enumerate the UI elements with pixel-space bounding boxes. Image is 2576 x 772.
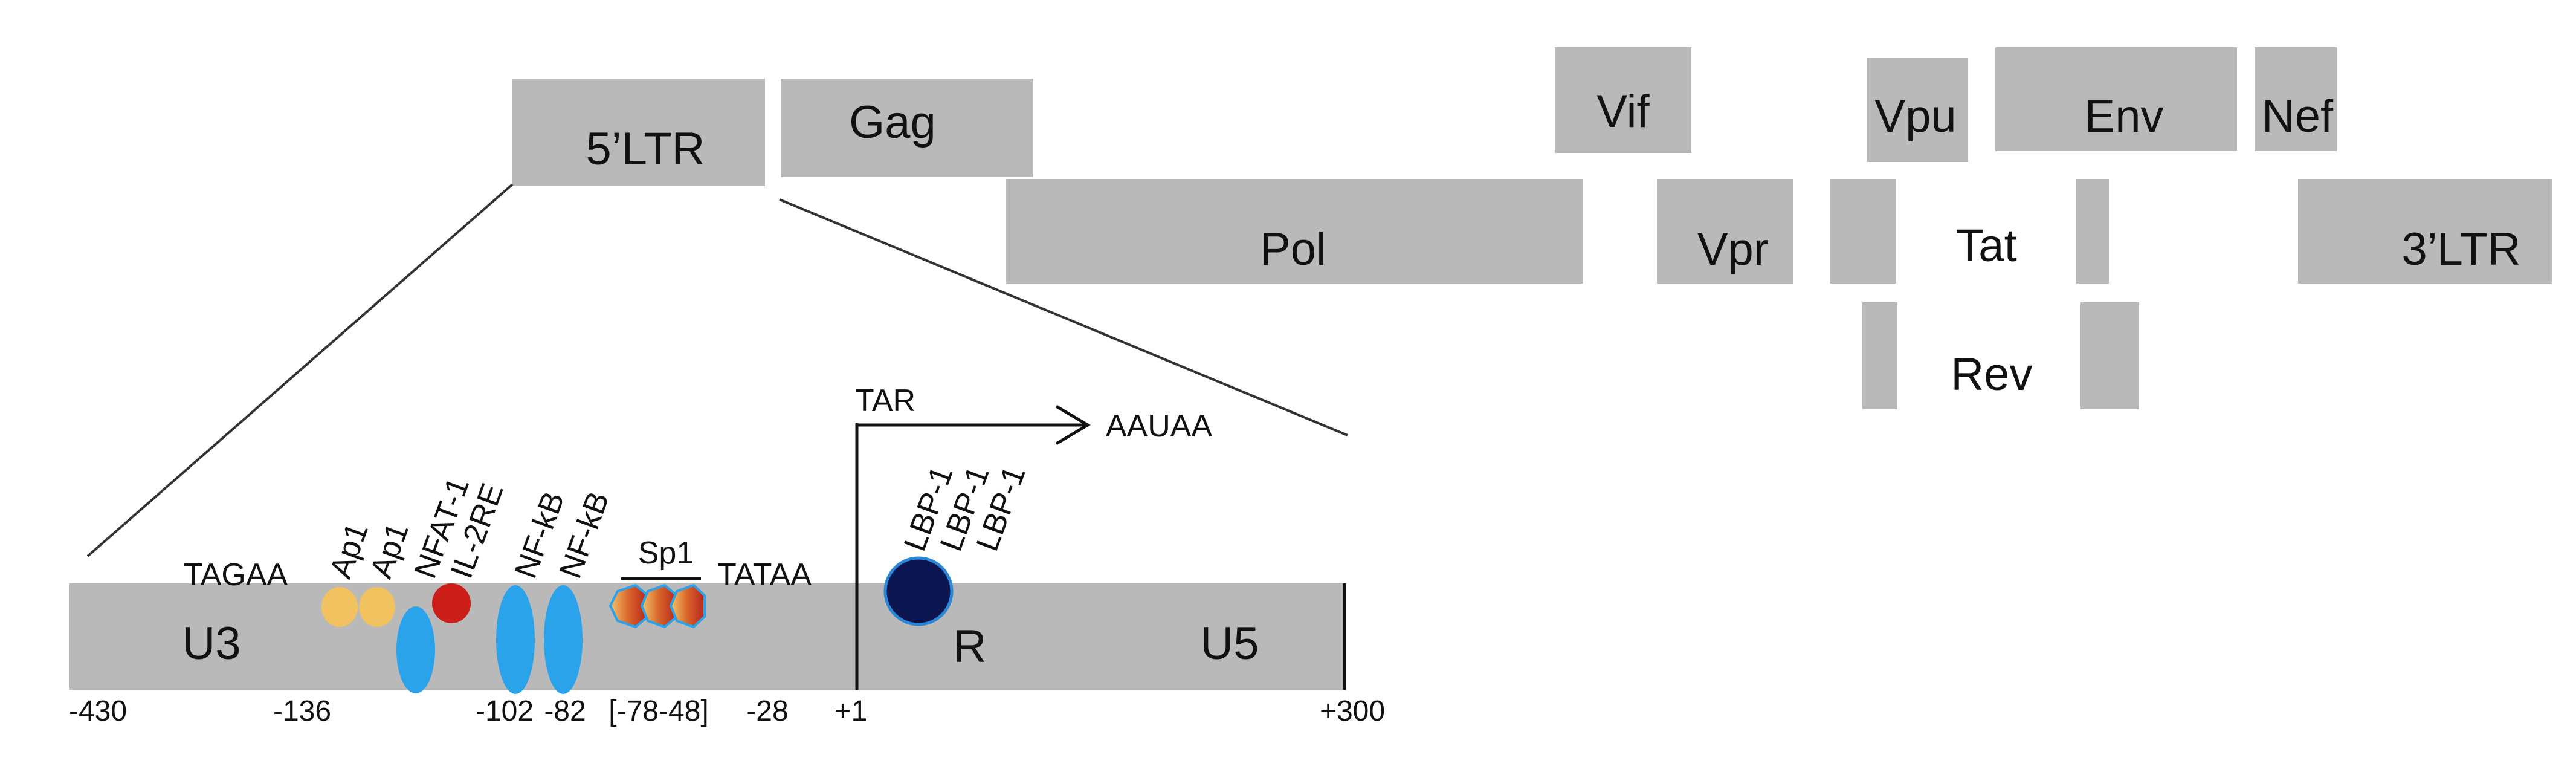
position-label: -136 (273, 695, 331, 727)
gene-5ltr: 5’LTR (512, 79, 765, 186)
position-label: -82 (544, 695, 586, 727)
ltr-detail: U3 R U5 TAGAA TATAA TAR AAUAA Ap1 (69, 383, 1385, 727)
gene-tat: Tat (1830, 179, 2109, 284)
transcription-arrow (857, 404, 1091, 446)
ltr-bar (69, 583, 1344, 690)
gene-label: Rev (1951, 349, 2032, 400)
nfkb-site-2 (544, 585, 583, 694)
position-label: +1 (834, 695, 868, 727)
gene-label: Vpr (1697, 224, 1769, 275)
segment-u3: U3 (182, 618, 240, 669)
gene-rev: Rev (1862, 302, 2139, 409)
gene-label: Pol (1260, 224, 1326, 275)
zoom-line-right (779, 198, 1348, 436)
gene-label: Vpu (1874, 91, 1956, 142)
position-label: [-78-48] (608, 695, 708, 727)
gene-label: Gag (849, 97, 936, 148)
gene-label: 5’LTR (586, 123, 705, 175)
il2re-site (432, 583, 471, 623)
genome-map: 5’LTR Gag Pol Vif Vpr Vpu Tat (512, 47, 2552, 409)
gene-vpr: Vpr (1657, 179, 1793, 284)
ap1-site (321, 587, 395, 627)
label-ap1: Ap1 (323, 518, 375, 583)
gene-vif: Vif (1555, 47, 1691, 153)
segment-u5: U5 (1200, 618, 1259, 669)
gene-pol: Pol (1006, 179, 1583, 284)
gene-gag: Gag (781, 79, 1033, 177)
gene-label: Vif (1596, 86, 1650, 137)
gene-label: Env (2085, 91, 2164, 142)
motif-tagaa: TAGAA (184, 557, 288, 592)
gene-label: Tat (1955, 220, 2016, 271)
gene-label: 3’LTR (2401, 224, 2520, 275)
sp1-sites (608, 577, 706, 629)
label-sp1: Sp1 (638, 536, 694, 571)
lbp1-site (883, 556, 954, 626)
nfkb-site-1 (496, 585, 535, 694)
position-label: -430 (69, 695, 127, 727)
zoom-line-left (86, 183, 514, 557)
label-ap1: Ap1 (364, 518, 416, 583)
position-label: -28 (746, 695, 788, 727)
position-axis: -430 -136 -102 -82 [-78-48] -28 +1 +300 (69, 695, 1385, 727)
motif-tataa: TATAA (717, 557, 812, 592)
gene-env: Env (1995, 47, 2237, 151)
gene-nef: Nef (2255, 47, 2337, 151)
segment-r: R (954, 621, 987, 672)
motif-aauaa: AAUAA (1106, 409, 1213, 444)
gene-3ltr: 3’LTR (2298, 179, 2552, 284)
gene-vpu: Vpu (1867, 58, 1968, 162)
motif-tar: TAR (855, 383, 915, 418)
nfat1-site (396, 606, 435, 693)
position-label: +300 (1320, 695, 1385, 727)
position-label: -102 (476, 695, 534, 727)
gene-label: Nef (2262, 91, 2334, 142)
